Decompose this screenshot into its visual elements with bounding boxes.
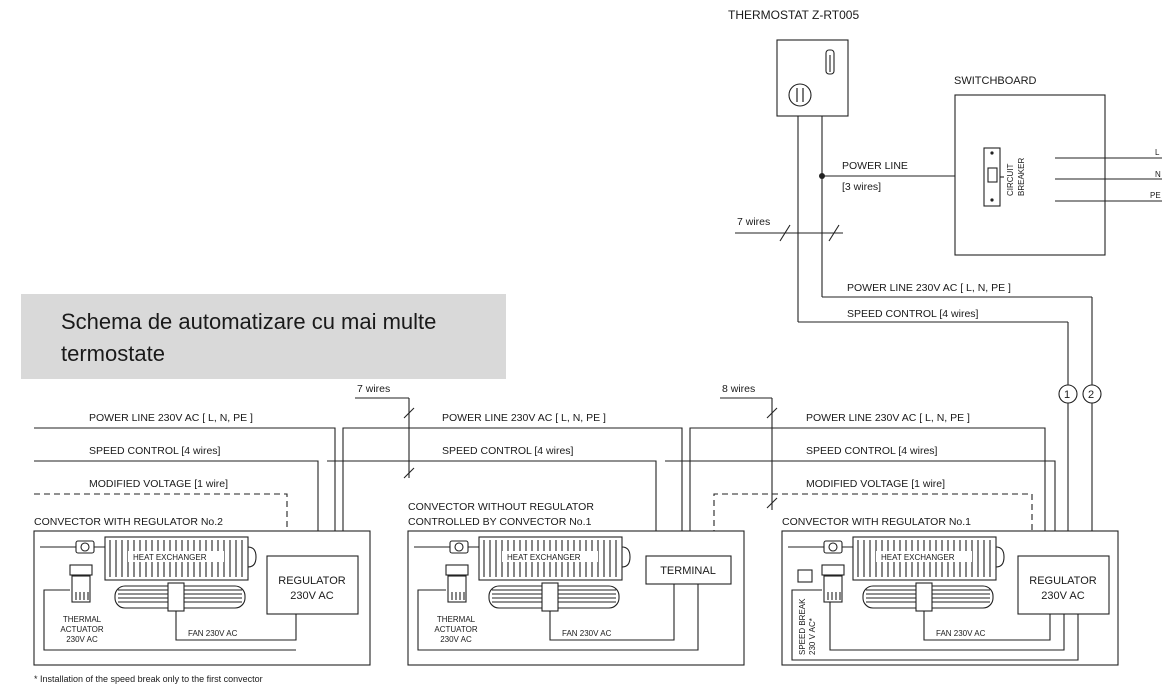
- convector-1-speed-break-label-2: 230 V AC*: [808, 618, 817, 655]
- convector-2-title: CONVECTOR WITH REGULATOR No.2: [34, 516, 223, 528]
- wire-marker-1: [1058, 384, 1078, 404]
- convector-1-regulator-label-1: REGULATOR: [1029, 575, 1096, 587]
- convector-2-regulator: [266, 555, 359, 615]
- convector-1: [781, 530, 1119, 666]
- caption-box: Schema de automatizare cu mai multe term…: [21, 294, 506, 379]
- mid-speed-control-label: SPEED CONTROL [4 wires]: [442, 445, 574, 457]
- power-line-230-label: POWER LINE 230V AC [ L, N, PE ]: [847, 282, 1011, 294]
- convector-mid: [407, 530, 745, 666]
- convector-2-regulator-label-2: 230V AC: [290, 590, 333, 602]
- wire-marker-2-label: 2: [1088, 389, 1094, 401]
- wire-marker-1-label: 1: [1064, 389, 1070, 401]
- switchboard-lines: [1055, 157, 1162, 202]
- power-line-wires-label: [3 wires]: [842, 181, 881, 193]
- right-power-line-label: POWER LINE 230V AC [ L, N, PE ]: [806, 412, 970, 424]
- convector-2-actuator-label-1: THERMAL: [63, 615, 102, 624]
- convector-2-heat-exchanger-label: HEAT EXCHANGER: [133, 553, 207, 562]
- convector-mid-terminal: [645, 555, 732, 585]
- breaker-label-2: BREAKER: [1017, 158, 1026, 196]
- convector-2-fan-label: FAN 230V AC: [188, 629, 238, 638]
- footnote: * Installation of the speed break only t…: [34, 674, 263, 684]
- terminal-n: N: [1155, 170, 1161, 179]
- convector-mid-actuator-label-1: THERMAL: [437, 615, 476, 624]
- right-speed-control-label: SPEED CONTROL [4 wires]: [806, 445, 938, 457]
- right-bundle-label: 8 wires: [722, 383, 755, 395]
- convector-mid-title-1: CONVECTOR WITHOUT REGULATOR: [408, 501, 594, 513]
- terminal-l: L: [1155, 148, 1160, 157]
- caption-line-1: Schema de automatizare cu mai multe: [61, 309, 437, 334]
- left-speed-control-label: SPEED CONTROL [4 wires]: [89, 445, 221, 457]
- speed-control-label: SPEED CONTROL [4 wires]: [847, 308, 979, 320]
- left-power-line-label: POWER LINE 230V AC [ L, N, PE ]: [89, 412, 253, 424]
- breaker-label-1: CIRCUIT: [1006, 163, 1015, 196]
- convector-mid-title-2: CONTROLLED BY CONVECTOR No.1: [408, 516, 592, 528]
- thermostat-title: THERMOSTAT Z-RT005: [728, 8, 859, 22]
- bus-wires: [34, 397, 1056, 556]
- wire-marker-2: [1082, 384, 1102, 404]
- caption-line-2: termostate: [61, 341, 165, 366]
- right-modified-voltage-label: MODIFIED VOLTAGE [1 wire]: [806, 478, 945, 490]
- power-line-label: POWER LINE: [842, 160, 908, 172]
- convector-mid-actuator-label-3: 230V AC: [440, 635, 472, 644]
- seven-wires-label: 7 wires: [737, 216, 770, 228]
- terminal-pe: PE: [1150, 191, 1161, 200]
- convector-1-regulator-label-2: 230V AC: [1041, 590, 1084, 602]
- mid-power-line-label: POWER LINE 230V AC [ L, N, PE ]: [442, 412, 606, 424]
- convector-1-title: CONVECTOR WITH REGULATOR No.1: [782, 516, 971, 528]
- thermostat-device: [776, 39, 849, 117]
- convector-1-regulator: [1017, 555, 1110, 615]
- convector-1-fan-label: FAN 230V AC: [936, 629, 986, 638]
- convector-1-speed-break-label-1: SPEED BREAK: [798, 598, 807, 655]
- convector-mid-fan-label: FAN 230V AC: [562, 629, 612, 638]
- convector-mid-heat-exchanger-label: HEAT EXCHANGER: [507, 553, 581, 562]
- convector-2-actuator-label-2: ACTUATOR: [60, 625, 103, 634]
- convector-2-regulator-label-1: REGULATOR: [278, 575, 345, 587]
- switchboard-box: [954, 94, 1106, 256]
- left-bundle-label: 7 wires: [357, 383, 390, 395]
- left-modified-voltage-label: MODIFIED VOLTAGE [1 wire]: [89, 478, 228, 490]
- thermostat-wires: [735, 116, 955, 322]
- convector-mid-actuator-label-2: ACTUATOR: [434, 625, 477, 634]
- convector-mid-terminal-label: TERMINAL: [660, 565, 716, 577]
- switchboard-title: SWITCHBOARD: [954, 75, 1037, 87]
- circuit-breaker-icon: [983, 147, 1004, 207]
- convector-2-actuator-label-3: 230V AC: [66, 635, 98, 644]
- convector-1-heat-exchanger-label: HEAT EXCHANGER: [881, 553, 955, 562]
